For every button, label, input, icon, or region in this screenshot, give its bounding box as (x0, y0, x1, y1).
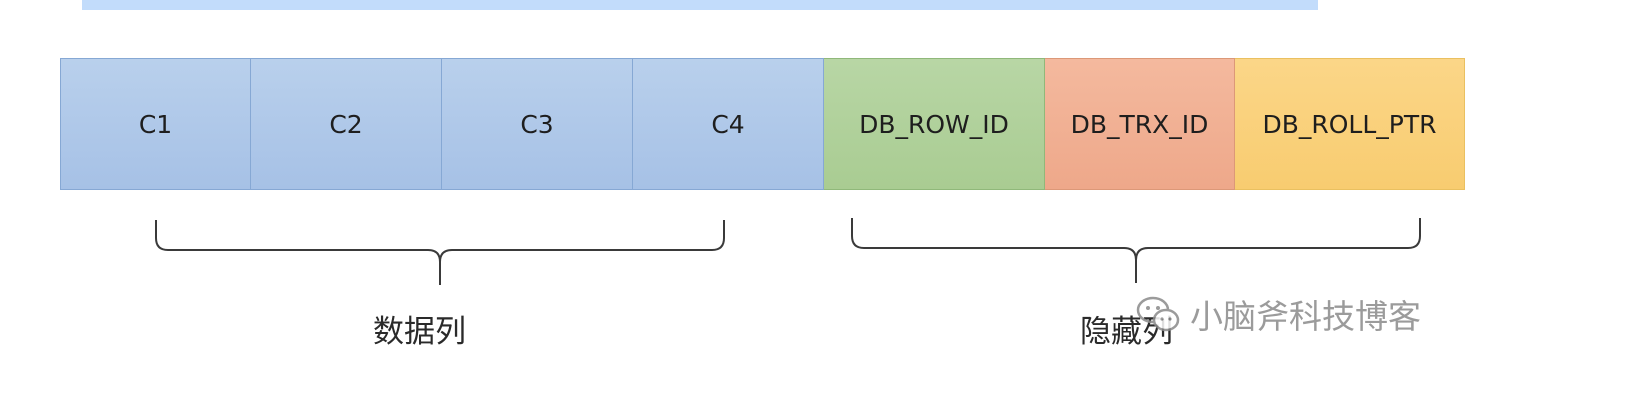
hidden-columns-brace (851, 218, 1421, 283)
column-c4: C4 (633, 58, 824, 190)
column-db-row-id: DB_ROW_ID (824, 58, 1045, 190)
record-row: C1 C2 C3 C4 DB_ROW_ID DB_TRX_ID DB_ROLL_… (60, 58, 1465, 190)
column-db-trx-id-label: DB_TRX_ID (1070, 109, 1209, 139)
column-db-roll-ptr: DB_ROLL_PTR (1235, 58, 1465, 190)
column-c3: C3 (442, 58, 633, 190)
column-db-row-id-label: DB_ROW_ID (859, 109, 1009, 139)
data-columns-label: 数据列 (373, 314, 466, 350)
wechat-icon (1136, 296, 1180, 332)
column-c2-label: C2 (329, 109, 363, 139)
column-c4-label: C4 (711, 109, 745, 139)
column-c1-label: C1 (138, 109, 173, 139)
column-db-roll-ptr-label: DB_ROLL_PTR (1262, 109, 1437, 139)
column-db-trx-id: DB_TRX_ID (1045, 58, 1235, 190)
column-c2: C2 (251, 58, 442, 190)
top-banner-strip (82, 0, 1318, 10)
watermark: 小脑斧科技博客 (1136, 290, 1421, 338)
column-c3-label: C3 (520, 109, 554, 139)
column-c1: C1 (60, 58, 251, 190)
data-columns-brace (155, 220, 725, 285)
watermark-text: 小脑斧科技博客 (1190, 297, 1421, 336)
